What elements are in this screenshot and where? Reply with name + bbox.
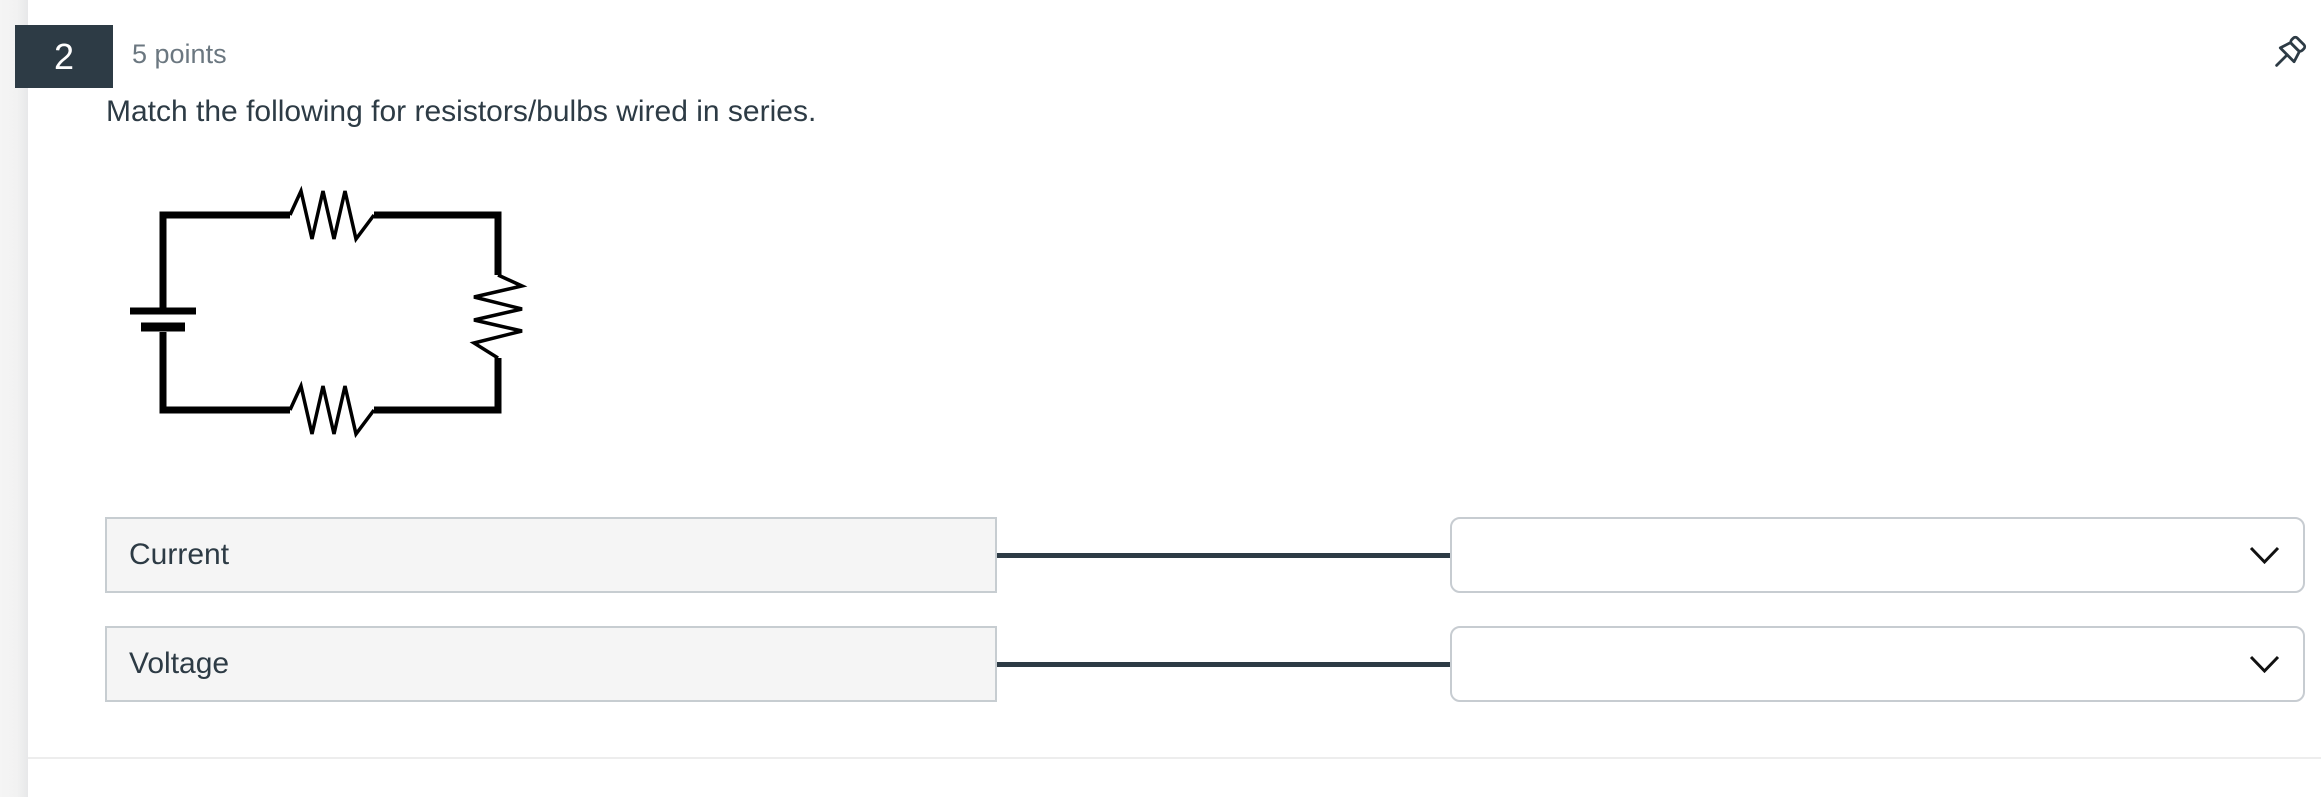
resistor-bottom: [288, 380, 376, 439]
match-source-box: Voltage: [105, 626, 997, 702]
chevron-down-icon: [2249, 546, 2280, 564]
circuit-diagram: [130, 185, 528, 439]
resistor-right: [469, 273, 528, 360]
match-answer-dropdown[interactable]: [1450, 517, 2305, 593]
match-row: Voltage: [0, 626, 2321, 702]
question-number-badge: 2: [15, 25, 113, 88]
match-source-box: Current: [105, 517, 997, 593]
chevron-down-icon: [2249, 655, 2280, 673]
pushpin-icon: [2275, 35, 2307, 67]
match-connector-line: [997, 553, 1450, 558]
points-label: 5 points: [132, 39, 227, 69]
page-left-gutter: [0, 0, 28, 797]
pin-question-button[interactable]: [2258, 24, 2318, 84]
match-answer-dropdown[interactable]: [1450, 626, 2305, 702]
match-connector-line: [997, 662, 1450, 667]
card-bottom-divider: [28, 757, 2321, 759]
match-source-label: Current: [129, 538, 230, 571]
question-number: 2: [53, 35, 75, 77]
match-row: Current: [0, 517, 2321, 593]
question-prompt: Match the following for resistors/bulbs …: [106, 95, 817, 128]
match-source-label: Voltage: [129, 647, 230, 680]
resistor-top: [288, 185, 376, 244]
